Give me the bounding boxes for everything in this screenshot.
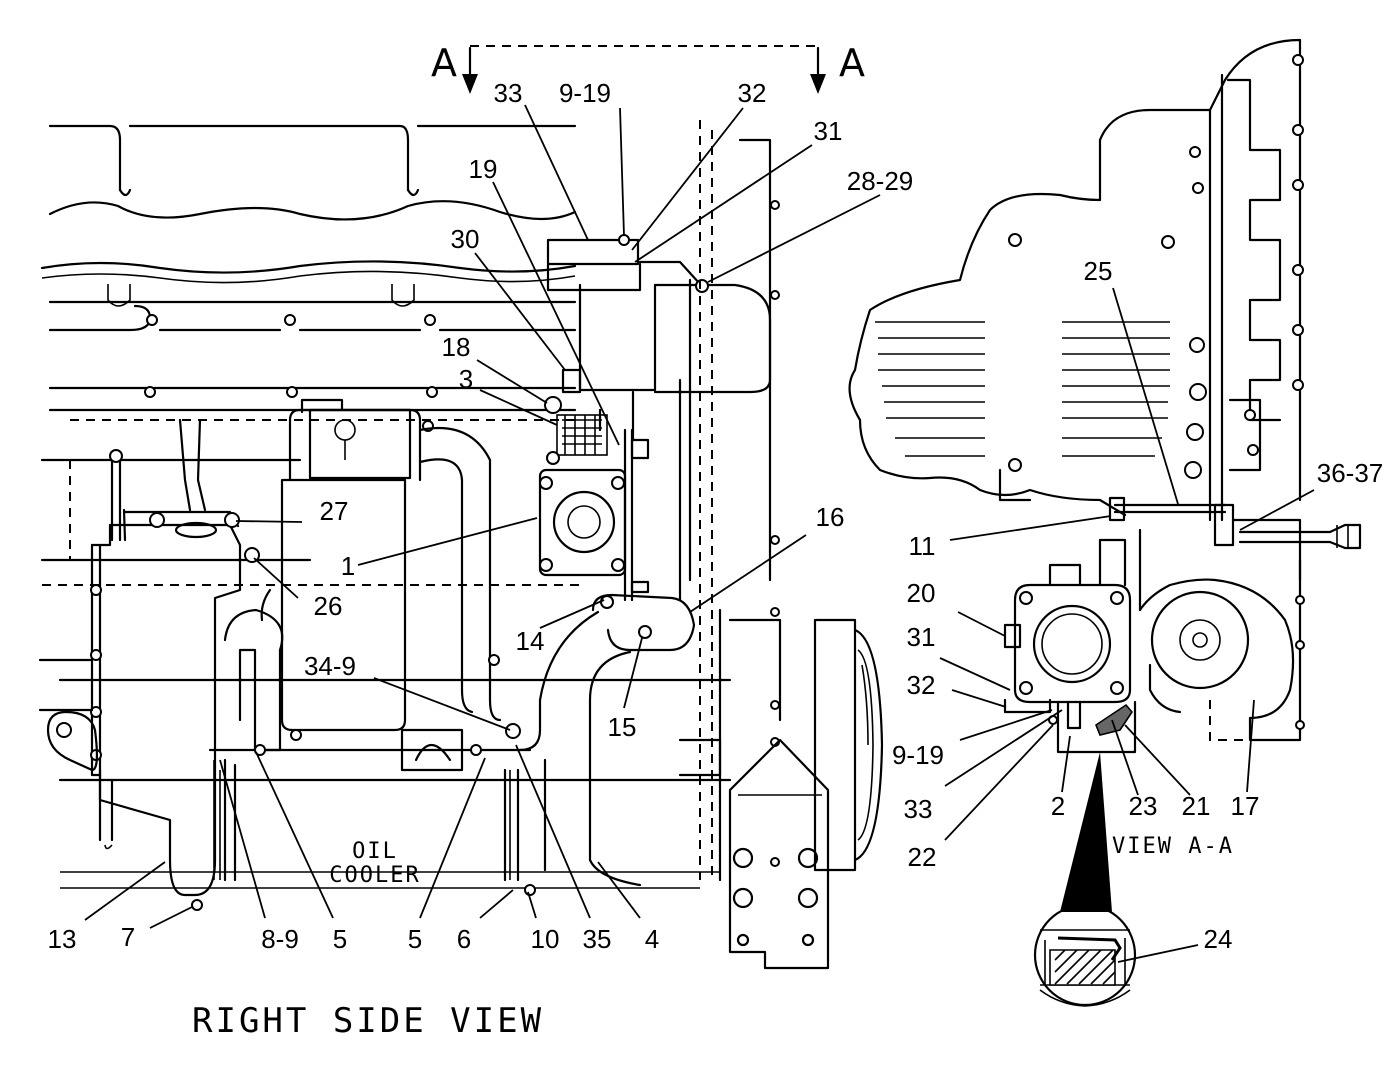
pulley-bracket [728, 618, 884, 970]
callout-28-29: 28-29 [847, 166, 914, 196]
callout-27: 27 [320, 496, 349, 526]
callout-33-view: 33 [904, 794, 933, 824]
callout-32-top: 32 [738, 78, 767, 108]
callout-11: 11 [909, 531, 936, 561]
callout-14: 14 [516, 626, 545, 656]
callout-13: 13 [48, 924, 77, 954]
section-label-left: A [431, 41, 457, 85]
callout-31-top: 31 [814, 116, 843, 146]
callout-9-19-top: 9-19 [559, 78, 611, 108]
callout-21: 21 [1182, 791, 1211, 821]
callout-4: 4 [645, 924, 659, 954]
front-cover [678, 120, 782, 882]
callout-32-view: 32 [907, 670, 936, 700]
oil-cooler-label-line2: COOLER [329, 863, 420, 888]
callout-1: 1 [341, 551, 355, 581]
section-line-a-a: A A [431, 41, 865, 94]
callout-7: 7 [121, 922, 135, 952]
view-a-a-detail [848, 38, 1362, 1007]
callout-31-view: 31 [907, 622, 936, 652]
callout-5-left: 5 [333, 924, 347, 954]
callout-30: 30 [451, 224, 480, 254]
section-arrow-left [462, 74, 478, 94]
oil-pump-main [538, 396, 650, 609]
view-a-a-caption: VIEW A-A [1112, 834, 1234, 859]
callout-10: 10 [531, 924, 560, 954]
oil-tube [223, 426, 502, 752]
callout-18: 18 [442, 332, 471, 362]
leader-lines [84, 104, 1315, 963]
callout-26: 26 [314, 591, 343, 621]
callout-25: 25 [1084, 256, 1113, 286]
callout-16: 16 [816, 502, 845, 532]
callout-23: 23 [1129, 791, 1158, 821]
callout-9-19-view: 9-19 [892, 740, 944, 770]
oil-filter-canister [280, 398, 434, 741]
oil-cooler-label-line1: OIL [352, 839, 398, 864]
callout-20: 20 [907, 578, 936, 608]
callout-15: 15 [608, 712, 637, 742]
callout-34-9: 34-9 [304, 651, 356, 681]
callout-33-top: 33 [494, 78, 523, 108]
callout-36-37: 36-37 [1317, 458, 1384, 488]
top-housing [546, 234, 772, 442]
callout-22: 22 [908, 842, 937, 872]
engine-right-side-view [40, 124, 732, 889]
callout-2: 2 [1051, 791, 1065, 821]
section-arrow-right [810, 74, 826, 94]
oil-cooler: OIL COOLER [208, 728, 536, 896]
callout-labels: 33 9-19 32 31 28-29 19 30 18 3 27 1 26 1… [48, 78, 1384, 954]
callout-24: 24 [1204, 924, 1233, 954]
callout-3: 3 [459, 364, 473, 394]
callout-8-9: 8-9 [261, 924, 299, 954]
callout-5-right: 5 [408, 924, 422, 954]
callout-6: 6 [457, 924, 471, 954]
right-side-view-caption: RIGHT SIDE VIEW [192, 1001, 544, 1041]
callout-19: 19 [469, 154, 498, 184]
section-label-right: A [839, 41, 865, 85]
callout-35: 35 [583, 924, 612, 954]
callout-17: 17 [1231, 791, 1260, 821]
oil-filter-housing [38, 510, 260, 911]
